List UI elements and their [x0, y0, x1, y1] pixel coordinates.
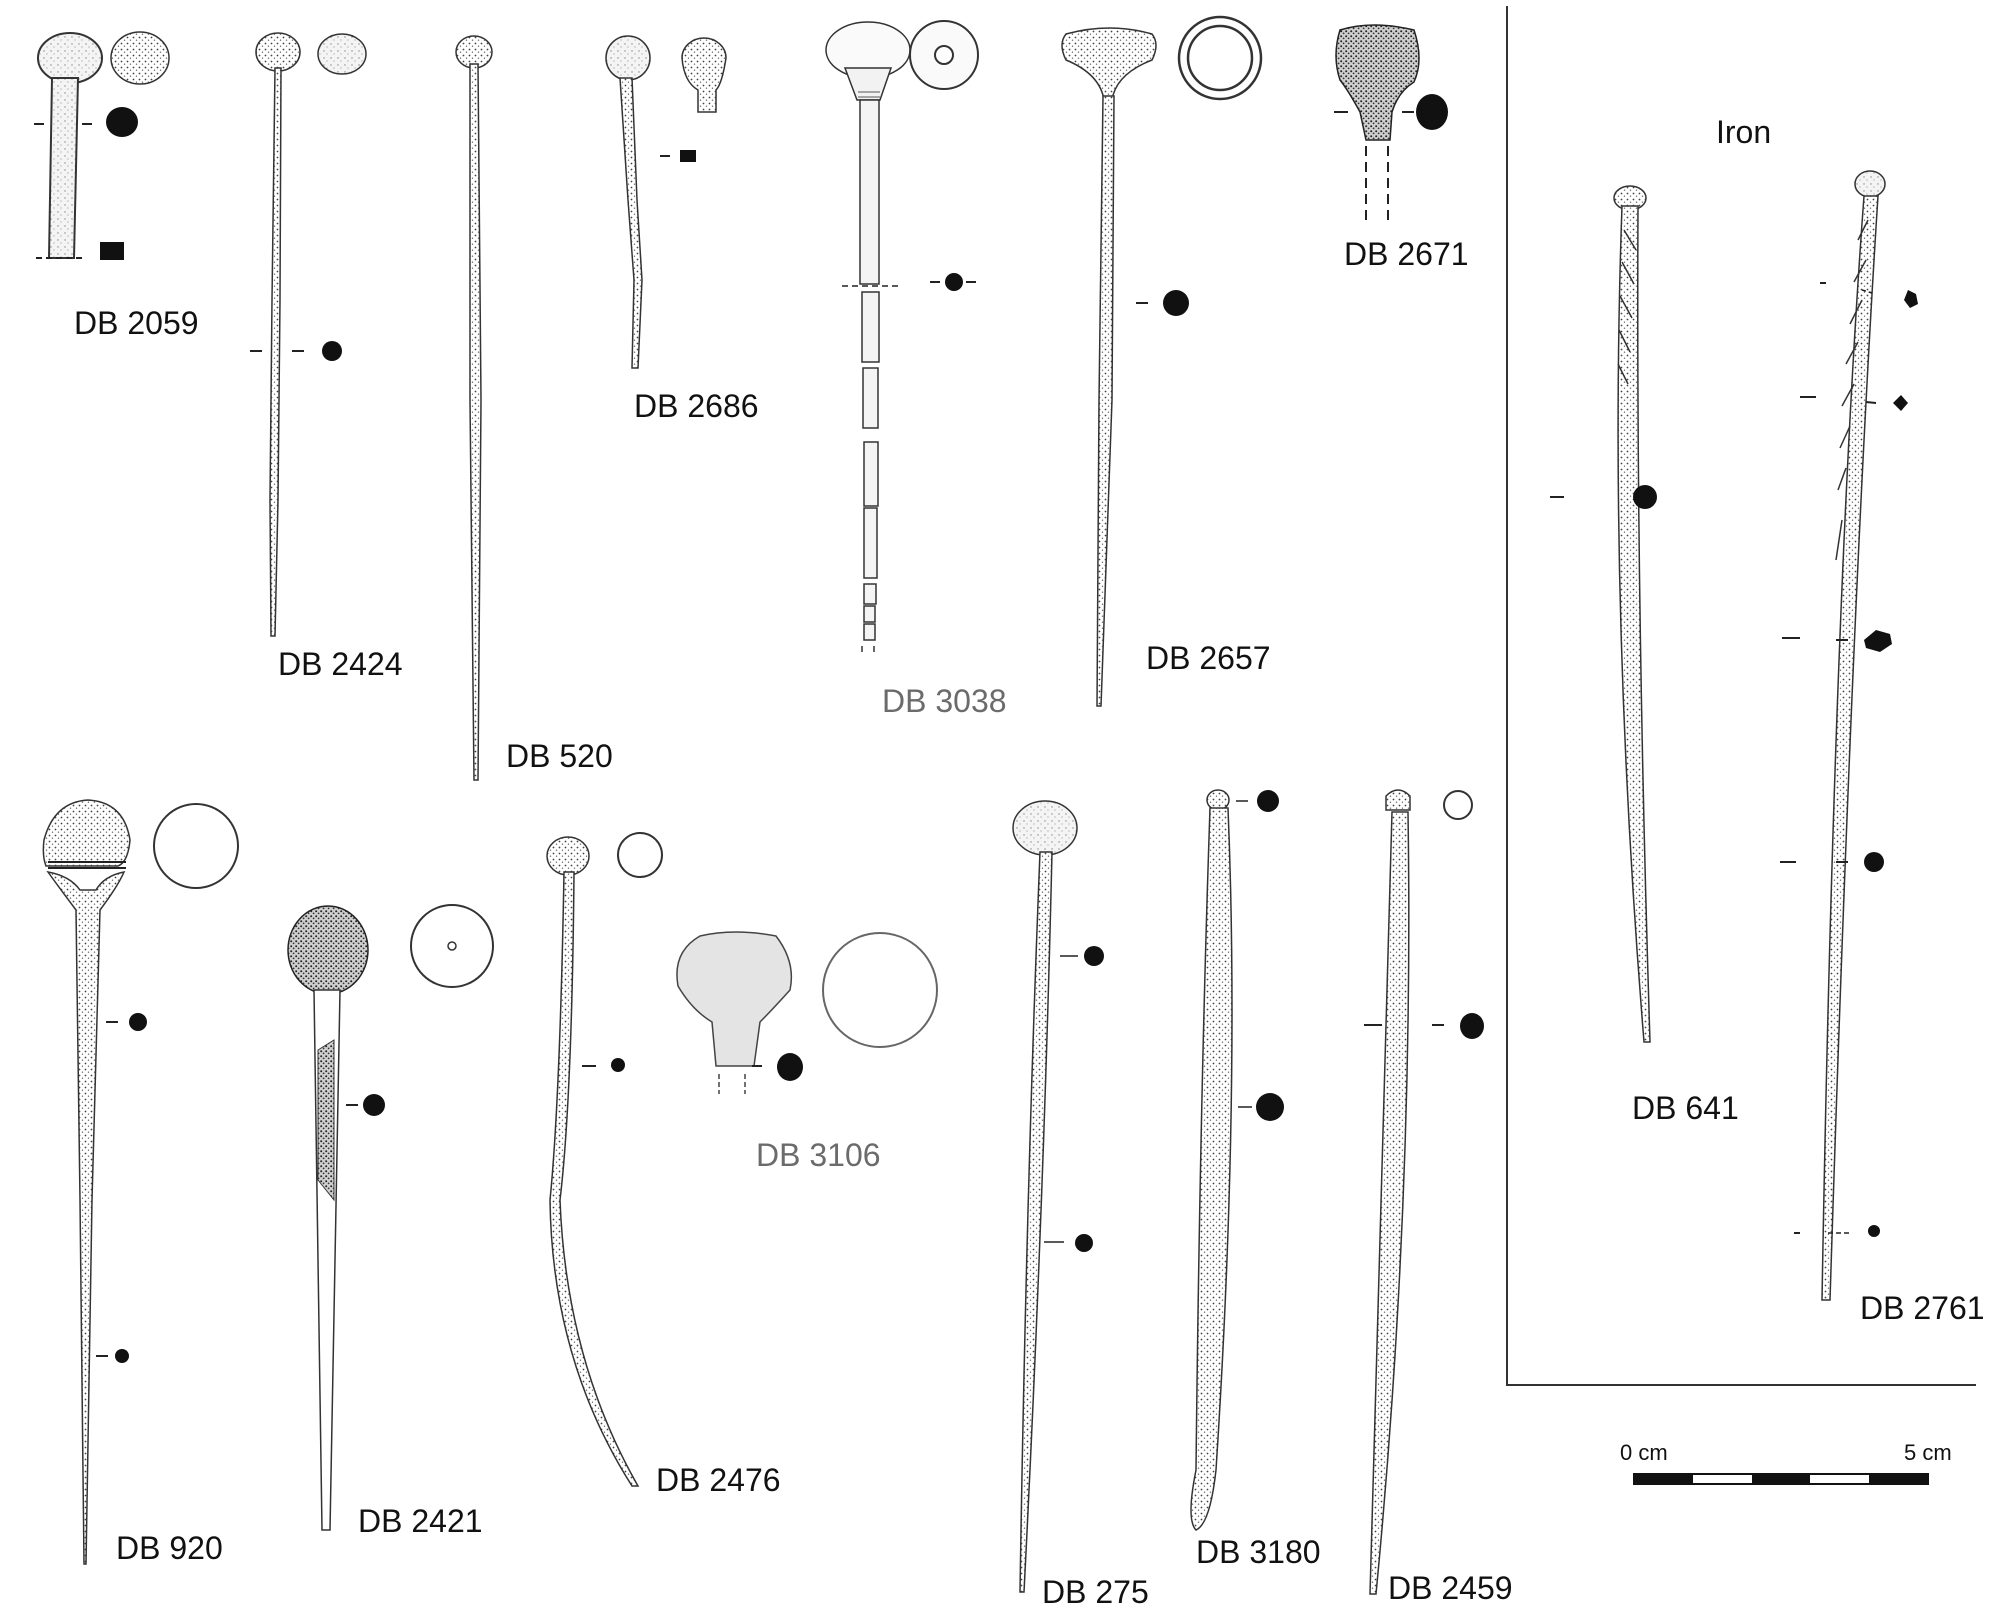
pin-db2686 [605, 35, 727, 369]
pin-db641 [1550, 185, 1657, 1043]
pin-db2671 [1334, 24, 1448, 222]
pin-db2421 [287, 904, 494, 1531]
pin-db2657 [1061, 15, 1263, 707]
label-db2421: DB 2421 [358, 1503, 483, 1539]
pin-db3180 [1190, 789, 1284, 1531]
iron-group-label: Iron [1716, 114, 1772, 150]
pin-db2424 [250, 32, 367, 637]
scale-bar [1633, 1473, 1929, 1485]
label-db2686: DB 2686 [634, 388, 759, 424]
pin-db2059 [34, 31, 170, 260]
pin-db275 [1012, 800, 1104, 1593]
iron-group-frame [1506, 6, 1976, 1386]
label-db2761: DB 2761 [1860, 1290, 1985, 1326]
label-db641: DB 641 [1632, 1090, 1739, 1126]
pin-db2476 [546, 832, 663, 1487]
scale-end-label: 5 cm [1904, 1440, 1952, 1465]
pin-db520 [455, 35, 493, 781]
pin-db3106 [676, 931, 938, 1094]
pin-db2459 [1364, 789, 1484, 1595]
label-db2424: DB 2424 [278, 646, 403, 682]
label-db2476: DB 2476 [656, 1462, 781, 1498]
pin-db920 [42, 799, 239, 1565]
label-db3038: DB 3038 [882, 683, 1007, 719]
label-db520: DB 520 [506, 738, 613, 774]
pin-db2761 [1780, 170, 1918, 1301]
label-db275: DB 275 [1042, 1574, 1149, 1610]
label-db920: DB 920 [116, 1530, 223, 1566]
label-db3106: DB 3106 [756, 1137, 881, 1173]
pin-db3038 [825, 20, 979, 652]
scale-start-label: 0 cm [1620, 1440, 1668, 1465]
label-db2059: DB 2059 [74, 305, 199, 341]
label-db2459: DB 2459 [1388, 1570, 1513, 1606]
label-db2671: DB 2671 [1344, 236, 1469, 272]
label-db2657: DB 2657 [1146, 640, 1271, 676]
label-db3180: DB 3180 [1196, 1534, 1321, 1570]
